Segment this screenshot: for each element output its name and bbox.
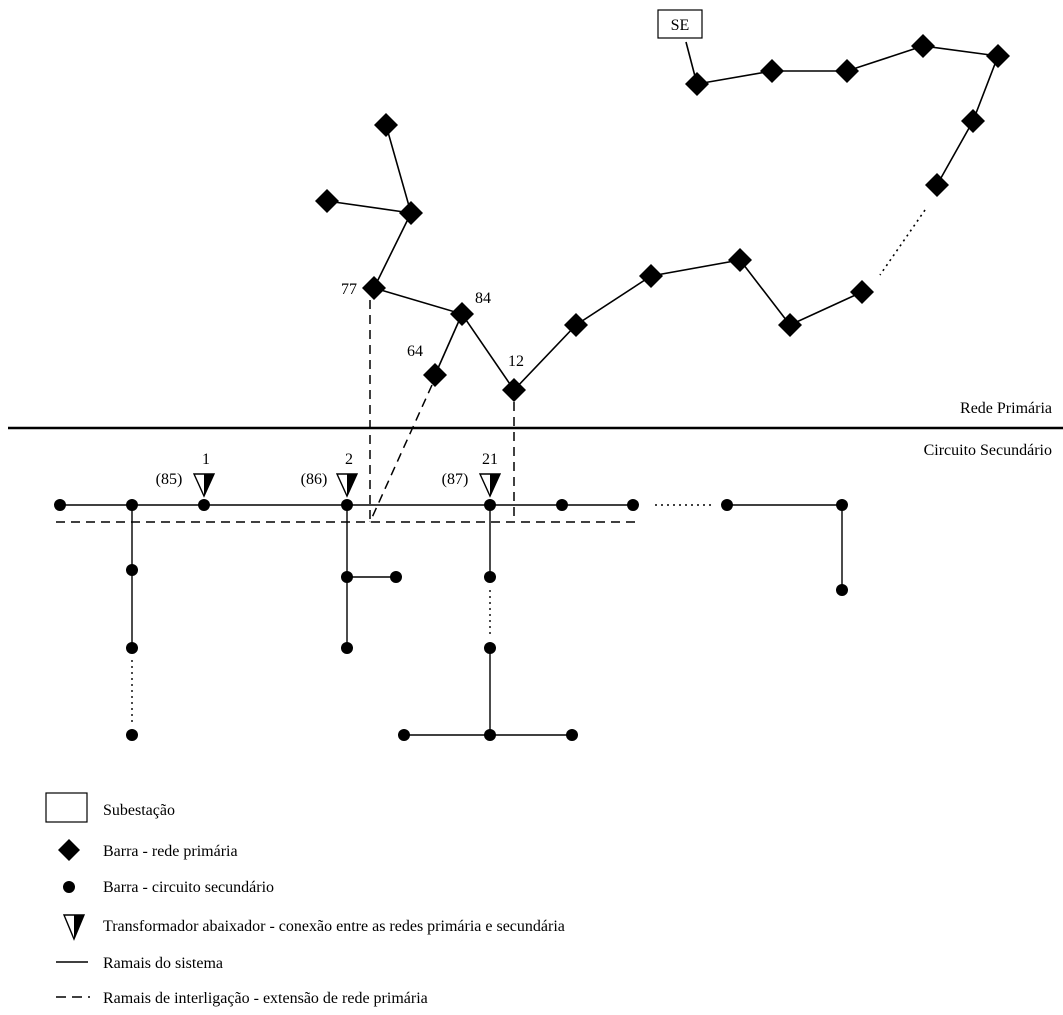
bus-label-12: 12 xyxy=(508,353,524,370)
primary-bus xyxy=(374,113,398,137)
secondary-bus xyxy=(398,729,410,741)
secondary-bus xyxy=(341,642,353,654)
secondary-bus xyxy=(721,499,733,511)
primary-bus-64 xyxy=(423,363,447,387)
primary-bus xyxy=(925,173,949,197)
secondary-bus xyxy=(198,499,210,511)
primary-bus xyxy=(986,44,1010,68)
legend-interconnection-branch-label: Ramais de interligação - extensão de red… xyxy=(103,990,428,1007)
secondary-bus xyxy=(627,499,639,511)
secondary-bus xyxy=(566,729,578,741)
primary-branch xyxy=(434,313,463,376)
legend-substation-label: Subestação xyxy=(103,802,175,819)
secondary-bus xyxy=(126,642,138,654)
legend-secondary-bus-icon xyxy=(63,881,75,893)
transformer-number: 21 xyxy=(482,451,498,468)
secondary-bus xyxy=(126,729,138,741)
substation-box xyxy=(657,9,703,39)
primary-branch-dotted xyxy=(879,209,926,276)
secondary-bus xyxy=(390,571,402,583)
primary-bus xyxy=(911,34,935,58)
primary-bus xyxy=(728,248,752,272)
primary-bus xyxy=(399,201,423,225)
primary-bus xyxy=(778,313,802,337)
secondary-bus xyxy=(54,499,66,511)
transformer-secondary-id: (86) xyxy=(301,471,328,488)
substation: SE xyxy=(657,9,703,39)
primary-bus xyxy=(315,189,339,213)
transformer-secondary-id: (85) xyxy=(156,471,183,488)
primary-bus xyxy=(639,264,663,288)
secondary-bus xyxy=(484,499,496,511)
legend-secondary-bus-label: Barra - circuito secundário xyxy=(103,879,274,896)
transformer-2: 2 (86) xyxy=(301,451,359,498)
primary-branches xyxy=(326,41,1000,392)
legend-primary-bus-icon xyxy=(58,839,80,861)
transformer-number: 2 xyxy=(345,451,353,468)
bus-label-77: 77 xyxy=(341,281,357,298)
primary-bus xyxy=(961,109,985,133)
legend: Subestação Barra - rede primária Barra -… xyxy=(45,792,565,1007)
secondary-buses xyxy=(54,499,848,741)
secondary-branch xyxy=(727,504,843,590)
secondary-bus xyxy=(341,499,353,511)
secondary-bus xyxy=(341,571,353,583)
legend-substation-icon xyxy=(45,792,88,823)
primary-bus-84 xyxy=(450,302,474,326)
secondary-bus xyxy=(836,584,848,596)
primary-branch xyxy=(326,200,412,214)
interconnection-branch xyxy=(369,384,433,523)
primary-bus xyxy=(850,280,874,304)
secondary-bus xyxy=(484,729,496,741)
secondary-branches xyxy=(60,504,843,736)
secondary-bus xyxy=(126,564,138,576)
transformer-21: 21 (87) xyxy=(442,451,502,498)
legend-primary-bus-label: Barra - rede primária xyxy=(103,843,238,860)
secondary-bus xyxy=(126,499,138,511)
primary-bus xyxy=(835,59,859,83)
legend-transformer-icon xyxy=(62,914,86,941)
transformer-secondary-id: (87) xyxy=(442,471,469,488)
bus-label-84: 84 xyxy=(475,290,491,307)
primary-bus-77 xyxy=(362,276,386,300)
secondary-bus xyxy=(484,642,496,654)
transformer-number: 1 xyxy=(202,451,210,468)
bus-label-64: 64 xyxy=(407,343,423,360)
primary-branch xyxy=(372,124,863,392)
region-label-primary: Rede Primária xyxy=(960,400,1052,417)
secondary-bus xyxy=(556,499,568,511)
region-label-secondary: Circuito Secundário xyxy=(924,442,1052,459)
primary-bus xyxy=(760,59,784,83)
secondary-bus xyxy=(484,571,496,583)
substation-label: SE xyxy=(671,17,690,34)
legend-transformer-label: Transformador abaixador - conexão entre … xyxy=(103,918,565,935)
secondary-bus xyxy=(836,499,848,511)
legend-system-branch-label: Ramais do sistema xyxy=(103,955,223,972)
transformer-1: 1 (85) xyxy=(156,451,216,498)
primary-bus xyxy=(685,72,709,96)
